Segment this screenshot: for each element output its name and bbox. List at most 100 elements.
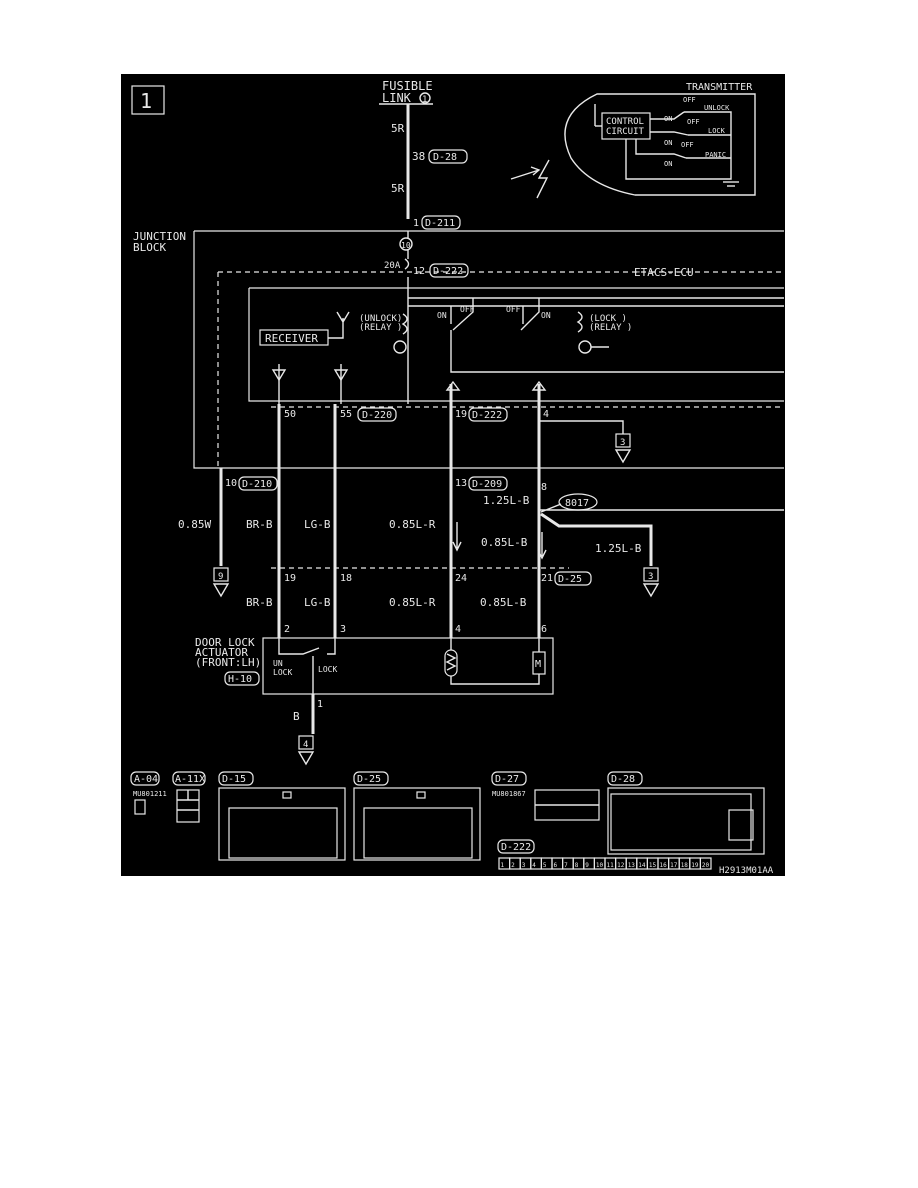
- conn-d222-mid: D-222: [472, 410, 502, 421]
- d222-pin-label: 8: [575, 862, 579, 869]
- actuator-pin-4: 4: [455, 624, 461, 635]
- conn-d28-label: D-28: [433, 152, 457, 163]
- d222-pin-label: 3: [522, 862, 526, 869]
- receiver-label: RECEIVER: [265, 332, 318, 345]
- control-circuit-1: CONTROL: [606, 117, 644, 127]
- actuator-lock: LOCK: [318, 665, 337, 674]
- d222-pin-label: 7: [564, 862, 568, 869]
- conn-a11: A-11X: [175, 774, 205, 785]
- conn-d220: D-220: [362, 410, 392, 421]
- splice-8017: 8017: [565, 498, 589, 509]
- conn-d27-part: MU801867: [492, 790, 526, 798]
- wire-125lb-top: 1.25L-B: [483, 494, 530, 507]
- motor-m: M: [535, 659, 541, 670]
- wire-brb-bot: BR-B: [246, 596, 273, 609]
- wiring-diagram: 1 FUSIBLE LINK 1 5R 38 D-28 5R 1 D-211 T…: [121, 74, 785, 876]
- lock-label: LOCK: [708, 127, 726, 135]
- fuse-num: 10: [401, 241, 411, 250]
- wire-lgb-bot: LG-B: [304, 596, 331, 609]
- ground-ref-3a: 3: [620, 438, 625, 448]
- conn-d28-bot: D-28: [611, 774, 635, 785]
- d222-pin-label: 12: [617, 862, 625, 869]
- conn-d15: D-15: [222, 774, 246, 785]
- actuator-pin-3: 3: [340, 624, 346, 635]
- pin-8: 8: [541, 482, 547, 493]
- relay-off-left: OFF: [460, 305, 475, 314]
- actuator-pin-2: 2: [284, 624, 290, 635]
- d222-pin-label: 11: [607, 862, 615, 869]
- d222-pin-label: 20: [702, 862, 710, 869]
- d222-pin-label: 9: [585, 862, 589, 869]
- d222-pin-label: 14: [638, 862, 646, 869]
- fusible-link-num: 1: [422, 95, 427, 105]
- control-circuit-2: CIRCUIT: [606, 127, 645, 137]
- off-2: OFF: [687, 118, 700, 126]
- junction-block-outline: [193, 230, 784, 469]
- ground-ref-3b: 3: [648, 572, 653, 582]
- pin-55: 55: [340, 409, 352, 420]
- d222-pin-label: 13: [628, 862, 636, 869]
- d222-pin-label: 17: [670, 862, 678, 869]
- junction-block-label-2: BLOCK: [133, 241, 166, 254]
- wire-b: B: [293, 710, 300, 723]
- conn-d211-label: D-211: [425, 218, 455, 229]
- unlock-relay-2: (RELAY ): [359, 323, 402, 333]
- d222-pin-label: 6: [554, 862, 558, 869]
- door-lock-label-2: ACTUATOR: [195, 646, 248, 659]
- wire-5r-top: 5R: [391, 122, 405, 135]
- lock-relay-2: (RELAY ): [589, 323, 632, 333]
- conn-d25-bot: D-25: [357, 774, 381, 785]
- relay-off-right: OFF: [506, 305, 521, 314]
- wire-085w: 0.85W: [178, 518, 211, 531]
- pin-1-bottom: 1: [317, 699, 323, 710]
- conn-h10: H-10: [228, 674, 252, 685]
- relay-on-right: ON: [541, 311, 551, 320]
- pin-19-bot: 19: [284, 573, 296, 584]
- conn-d209: D-209: [472, 479, 502, 490]
- d222-pin-label: 1: [501, 862, 505, 869]
- lock-relay-1: (LOCK ): [589, 314, 627, 324]
- fuse-rating: 20A: [384, 261, 401, 271]
- door-lock-label-1: DOOR LOCK: [195, 636, 255, 649]
- conn-d222-top: D-222: [433, 266, 463, 277]
- on-3: ON: [664, 160, 672, 168]
- fusible-link-label-2: LINK: [382, 91, 412, 105]
- fusible-link-label: FUSIBLE: [382, 79, 433, 93]
- pin-50: 50: [284, 409, 296, 420]
- pin-1-top: 1: [413, 218, 419, 229]
- pin-19-top: 19: [455, 409, 467, 420]
- conn-a04: A-04: [134, 774, 158, 785]
- wire-085lr-top: 0.85L-R: [389, 518, 436, 531]
- conn-d222-bot: D-222: [501, 842, 531, 853]
- pin-21: 21: [541, 573, 553, 584]
- wire-125lb-right: 1.25L-B: [595, 542, 642, 555]
- wire-085lr-bot: 0.85L-R: [389, 596, 436, 609]
- panic-label: PANIC: [705, 151, 726, 159]
- wire-lgb-top: LG-B: [304, 518, 331, 531]
- d222-pin-label: 15: [649, 862, 657, 869]
- ground-ref-9: 9: [218, 572, 223, 582]
- conn-a04-part: MU801211: [133, 790, 167, 798]
- conn-d27: D-27: [495, 774, 519, 785]
- d222-pin-label: 10: [596, 862, 604, 869]
- ground-ref-4: 4: [303, 740, 308, 750]
- diagram-code: H2913M01AA: [719, 866, 774, 876]
- wire-brb-top: BR-B: [246, 518, 273, 531]
- wire-085lb-top: 0.85L-B: [481, 536, 528, 549]
- d222-pin-label: 18: [681, 862, 689, 869]
- actuator-unlock-2: LOCK: [273, 668, 292, 677]
- unlock-label: UNLOCK: [704, 104, 730, 112]
- conn-d25-top: D-25: [558, 574, 582, 585]
- d222-pin-label: 2: [511, 862, 515, 869]
- transmitter-label: TRANSMITTER: [686, 82, 753, 93]
- pin-10: 10: [225, 478, 237, 489]
- door-lock-actuator-box: [262, 637, 554, 695]
- wire-085lb-bot: 0.85L-B: [480, 596, 527, 609]
- relay-on-left: ON: [437, 311, 447, 320]
- door-lock-label-3: (FRONT:LH): [195, 656, 261, 669]
- page-number: 1: [140, 89, 152, 113]
- pin-13: 13: [455, 478, 467, 489]
- actuator-unlock-1: UN: [273, 659, 283, 668]
- d222-pin-label: 5: [543, 862, 547, 869]
